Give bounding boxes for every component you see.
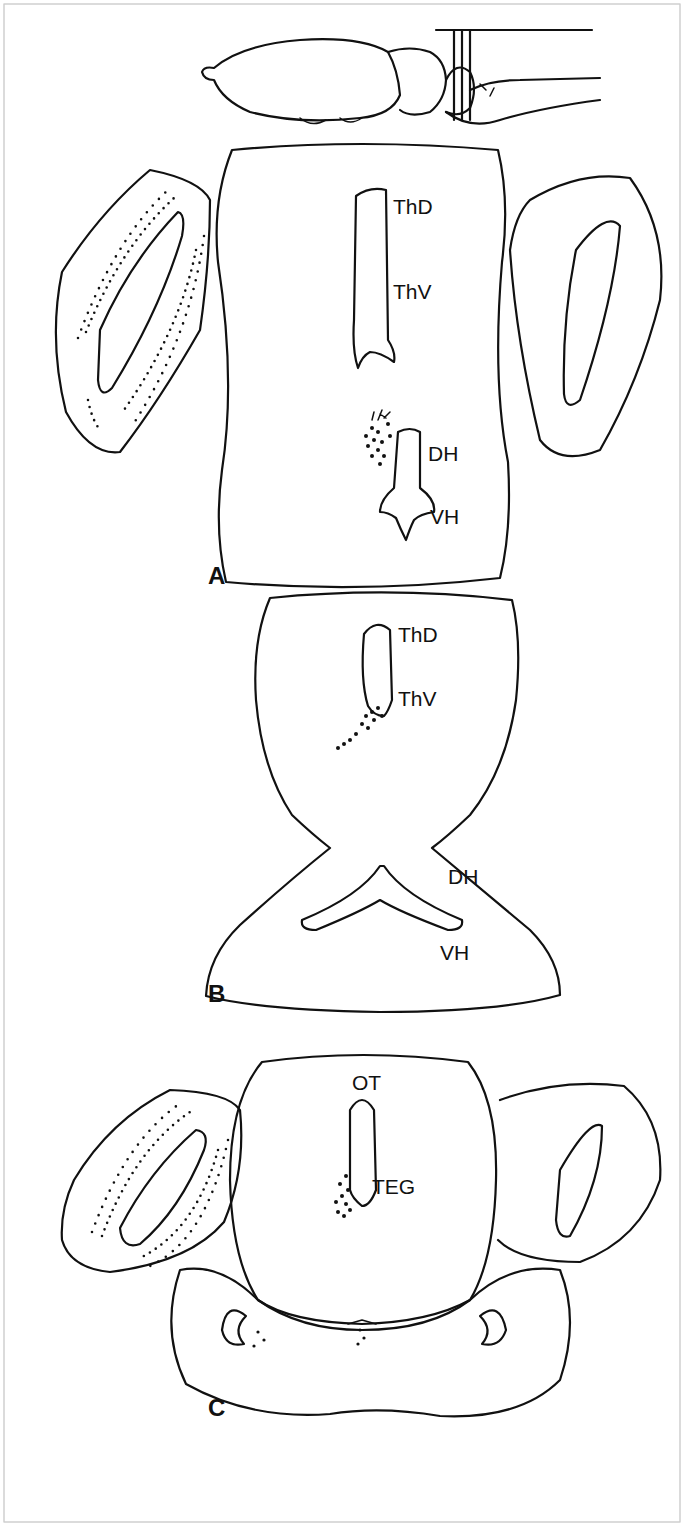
section-c xyxy=(62,1055,661,1416)
frame xyxy=(4,4,680,1522)
region-label: VH xyxy=(440,942,469,963)
region-label: VH xyxy=(430,506,459,527)
region-label: ThD xyxy=(398,624,438,645)
panel-letter: A xyxy=(208,564,225,588)
region-label: DH xyxy=(428,443,458,464)
region-label: TEG xyxy=(372,1176,415,1197)
sagittal-brain xyxy=(202,30,600,124)
region-label: ThV xyxy=(393,281,432,302)
panel-letter: B xyxy=(208,982,225,1006)
region-label: ThV xyxy=(398,688,437,709)
panel-letter: C xyxy=(208,1396,225,1420)
section-a xyxy=(56,144,662,587)
section-b xyxy=(206,592,560,1012)
region-label: OT xyxy=(352,1072,381,1093)
region-label: ThD xyxy=(393,196,433,217)
region-label: DH xyxy=(448,866,478,887)
